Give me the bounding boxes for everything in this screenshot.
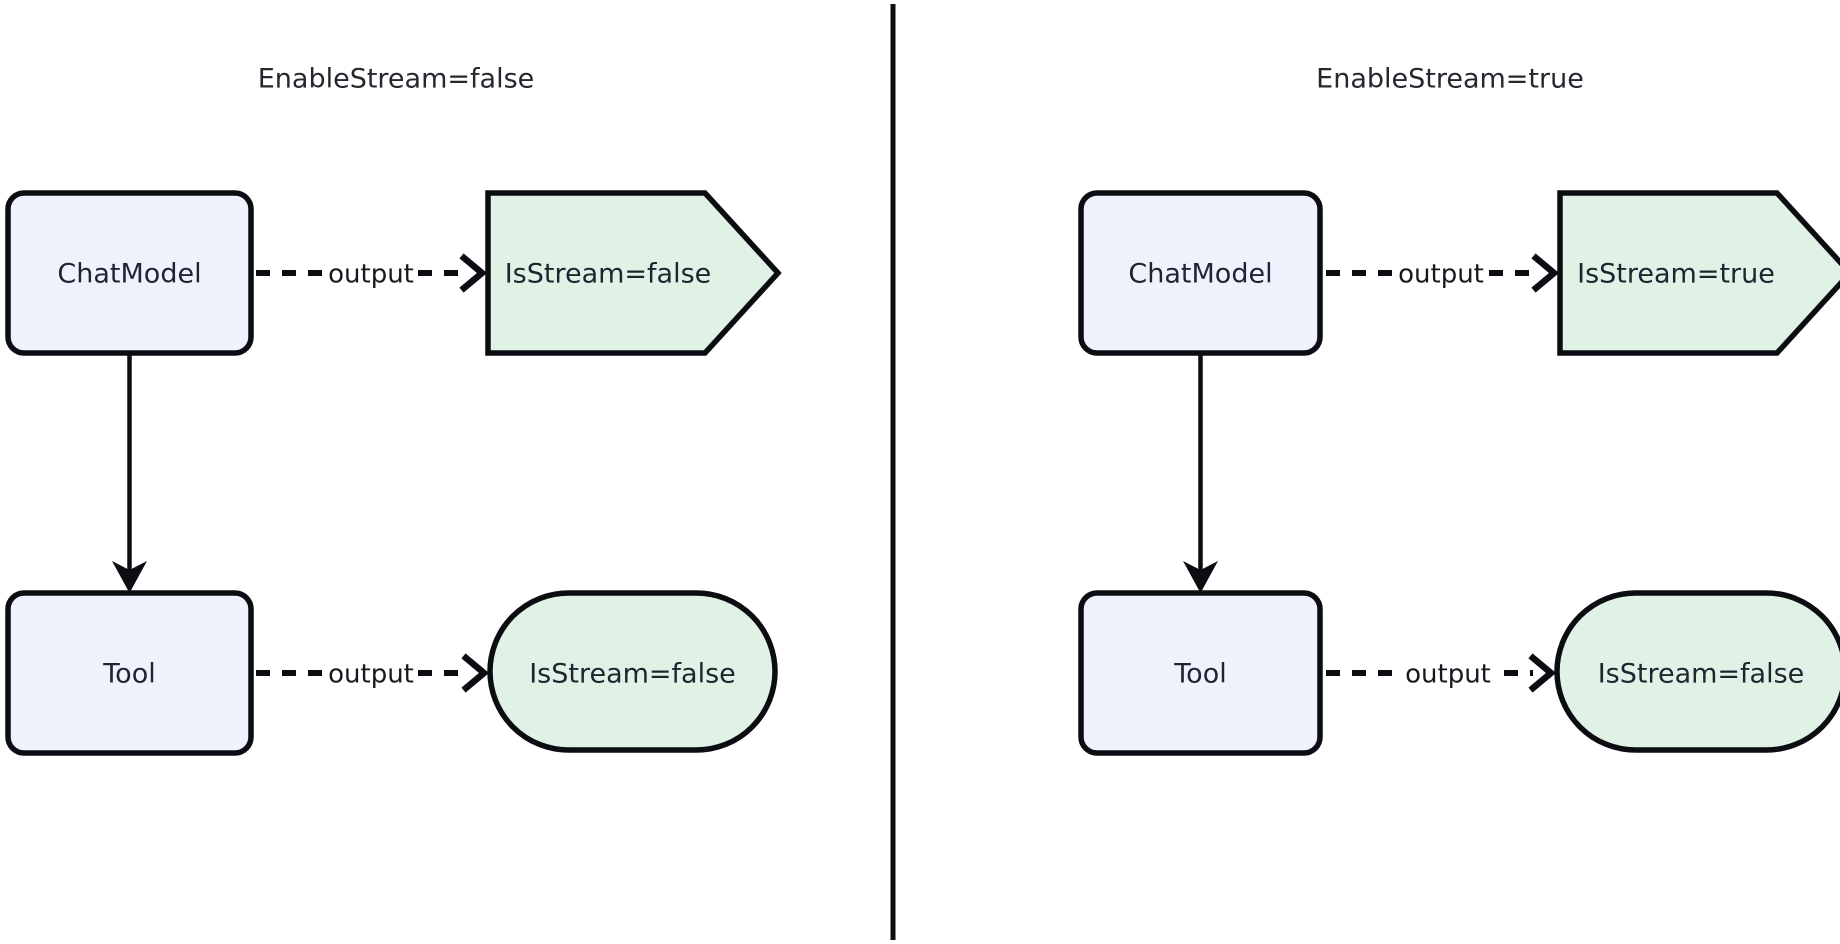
node-isstream-top-left[interactable]: IsStream=false	[485, 190, 782, 356]
edge-chatmodel-isstream-right-label: output	[1398, 260, 1484, 290]
edge-chatmodel-tool-right	[1183, 353, 1218, 593]
panel-right-title: EnableStream=true	[1316, 64, 1584, 95]
node-isstream-bottom-right[interactable]: IsStream=false	[1554, 590, 1840, 753]
panel-right: EnableStream=true ChatModel IsStream=tru…	[1078, 64, 1840, 756]
edge-tool-isstream-right-arrowhead	[1528, 653, 1557, 693]
edge-tool-isstream-left: output	[256, 653, 490, 693]
edge-tool-isstream-left-arrowhead	[461, 653, 490, 693]
edge-chatmodel-isstream-right-arrowhead	[1531, 253, 1560, 293]
node-chatmodel-right[interactable]: ChatModel	[1078, 190, 1323, 356]
node-chatmodel-left[interactable]: ChatModel	[5, 190, 254, 356]
edge-chatmodel-isstream-left-label: output	[328, 260, 414, 290]
isstream-bottom-right-label: IsStream=false	[1598, 659, 1805, 690]
edge-tool-isstream-right-label: output	[1405, 660, 1491, 690]
panel-left-title: EnableStream=false	[258, 64, 535, 95]
edge-chatmodel-tool-left	[112, 353, 147, 593]
edge-chatmodel-isstream-left: output	[256, 253, 488, 293]
isstream-bottom-left-label: IsStream=false	[529, 659, 736, 690]
tool-left-label: Tool	[102, 659, 155, 690]
panel-left: EnableStream=false ChatModel IsStream=fa…	[5, 64, 782, 756]
edge-tool-isstream-right: output	[1326, 653, 1557, 693]
edge-chatmodel-isstream-right: output	[1326, 253, 1560, 293]
node-tool-left[interactable]: Tool	[5, 590, 254, 756]
isstream-top-right-label: IsStream=true	[1577, 259, 1775, 290]
isstream-bottom-left-shape[interactable]	[487, 590, 778, 753]
isstream-top-left-shape[interactable]	[485, 190, 782, 356]
edge-chatmodel-tool-right-arrowhead	[1183, 561, 1218, 593]
tool-right-label: Tool	[1173, 659, 1226, 690]
node-tool-right[interactable]: Tool	[1078, 590, 1323, 756]
isstream-top-left-label: IsStream=false	[505, 259, 712, 290]
edge-chatmodel-isstream-left-arrowhead	[459, 253, 488, 293]
chatmodel-right-label: ChatModel	[1128, 259, 1272, 290]
edge-chatmodel-tool-left-arrowhead	[112, 561, 147, 593]
node-isstream-top-right[interactable]: IsStream=true	[1557, 190, 1840, 356]
isstream-top-right-shape[interactable]	[1557, 190, 1840, 356]
edge-tool-isstream-left-label: output	[328, 660, 414, 690]
node-isstream-bottom-left[interactable]: IsStream=false	[487, 590, 778, 753]
chatmodel-left-label: ChatModel	[57, 259, 201, 290]
isstream-bottom-right-shape[interactable]	[1554, 590, 1840, 753]
